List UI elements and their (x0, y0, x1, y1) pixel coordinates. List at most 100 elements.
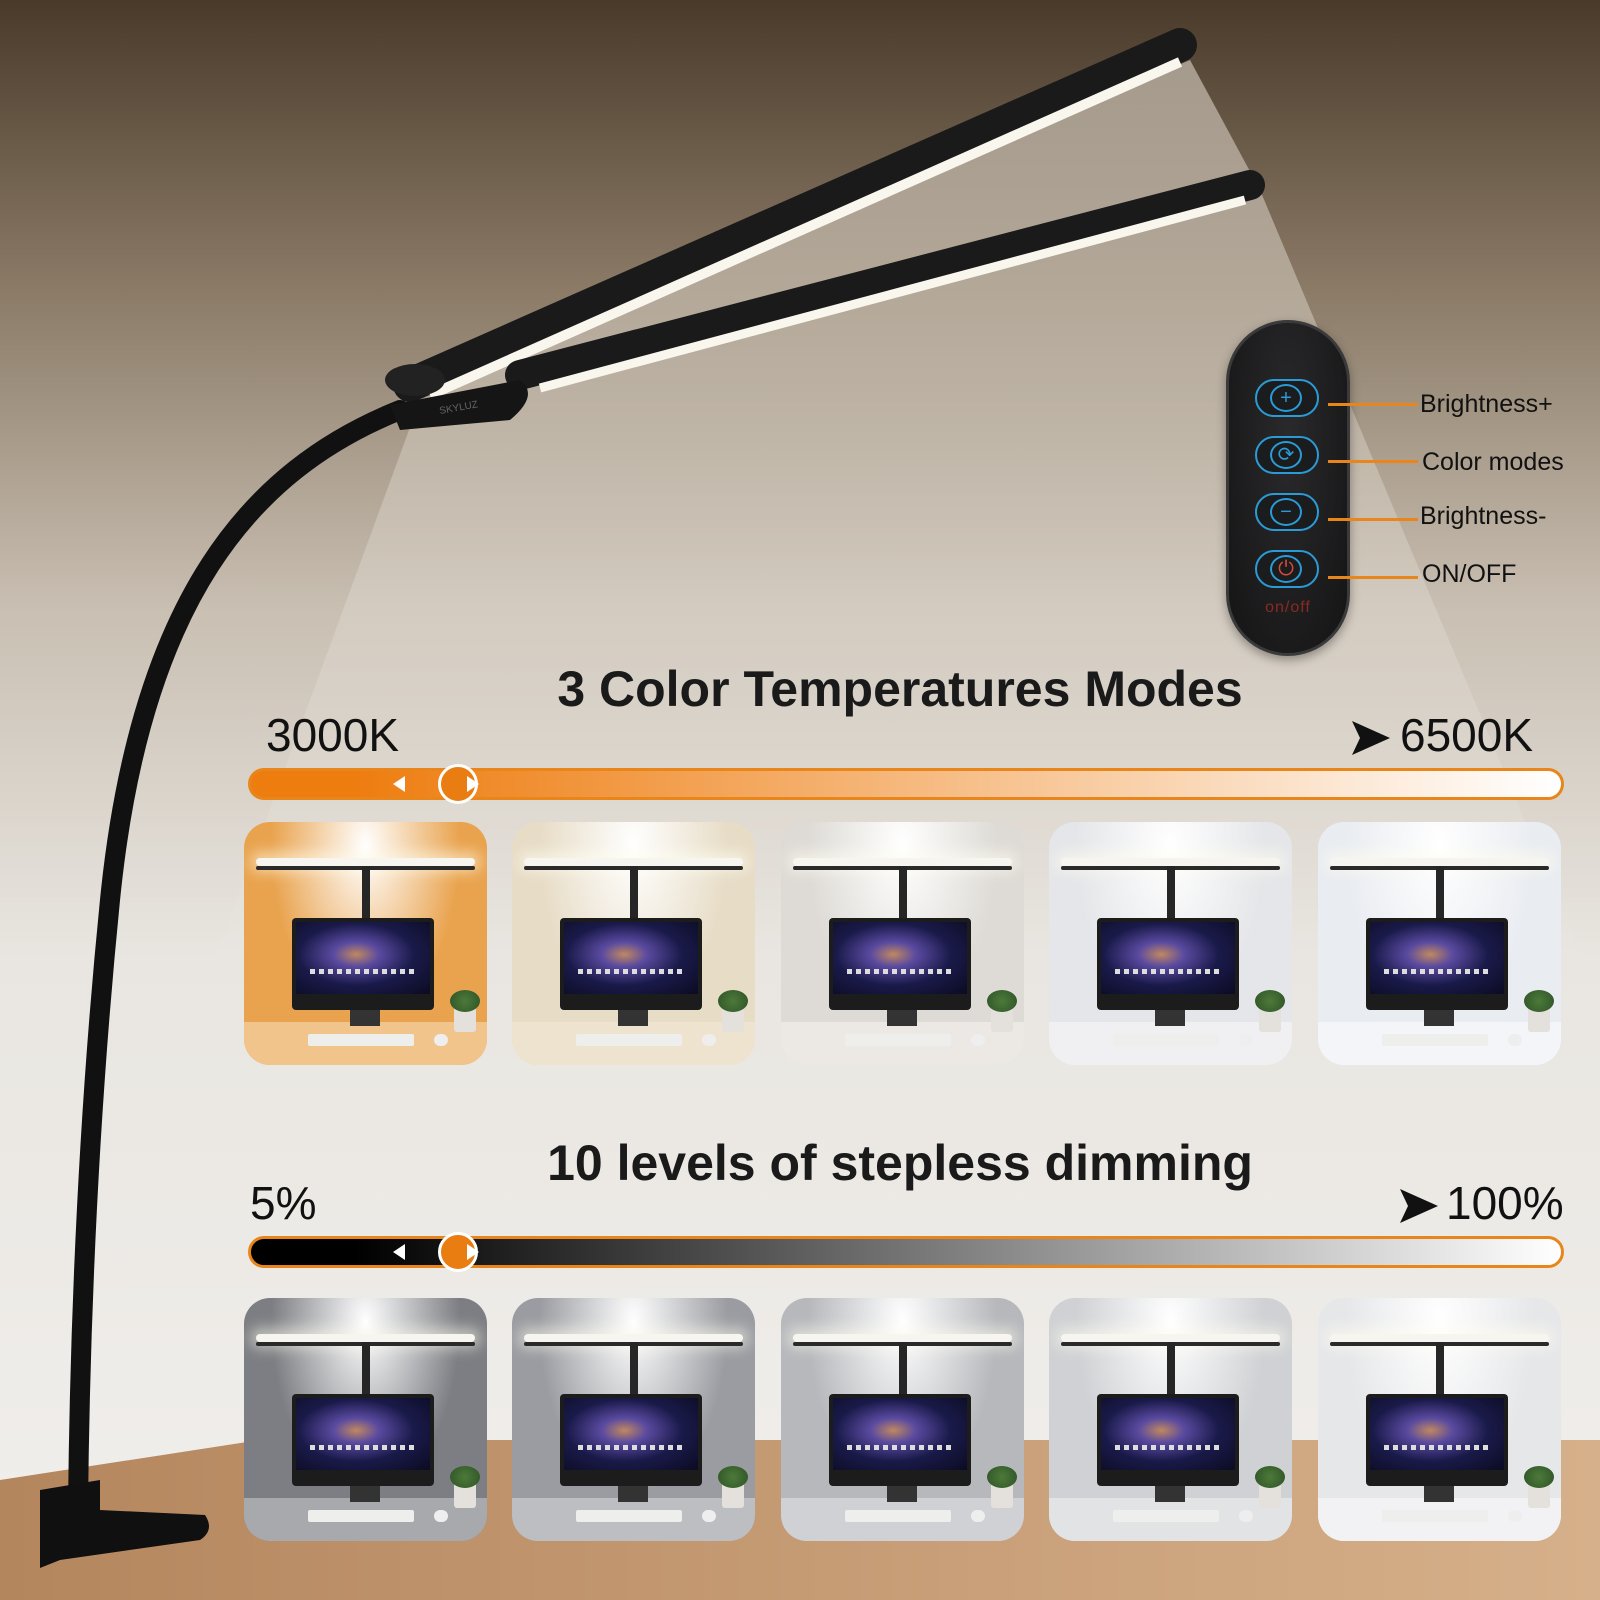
label-brightness-minus: Brightness- (1420, 502, 1547, 530)
plant-leaves (1255, 1466, 1285, 1488)
monitor-screen (564, 922, 698, 994)
monitor (1366, 1394, 1508, 1486)
lamp-hinge (385, 364, 528, 430)
dimming-preview-5 (1318, 1298, 1561, 1541)
remote-onoff-print: on/off (1265, 599, 1311, 616)
keyboard (1113, 1034, 1219, 1046)
monitor-screen (564, 1398, 698, 1470)
lamp-pole (630, 866, 638, 924)
monitor-screen (296, 922, 430, 994)
lamp-pole (1436, 1342, 1444, 1400)
dock (1384, 1445, 1490, 1450)
plant-pot (454, 1006, 476, 1032)
plant-pot (1259, 1482, 1281, 1508)
lamp-pole (1167, 1342, 1175, 1400)
keyboard (1382, 1510, 1488, 1522)
monitor (292, 918, 434, 1010)
label-on-off: ON/OFF (1422, 560, 1517, 588)
monitor-stand (1424, 1010, 1454, 1026)
cycle-icon: ⟳ (1270, 441, 1302, 469)
slider-left-arrow-icon (393, 1244, 405, 1260)
brightness-up-button[interactable]: + (1255, 379, 1319, 417)
plant-leaves (1524, 1466, 1554, 1488)
brightness-down-button[interactable]: − (1255, 493, 1319, 531)
mouse (1239, 1510, 1253, 1522)
light-beam (200, 60, 1600, 1000)
lamp-bar (256, 858, 475, 866)
power-button[interactable]: ⏻ (1255, 550, 1319, 588)
lamp-bar (1061, 858, 1280, 866)
plant-leaves (1524, 990, 1554, 1012)
keyboard (845, 1510, 951, 1522)
keyboard (576, 1034, 682, 1046)
monitor-stand (887, 1010, 917, 1026)
monitor-screen (833, 1398, 967, 1470)
monitor-screen (1370, 922, 1504, 994)
dimming-preview-1 (244, 1298, 487, 1541)
leader-line (1328, 518, 1418, 521)
monitor-screen (833, 922, 967, 994)
monitor-stand (350, 1010, 380, 1026)
plant-pot (1259, 1006, 1281, 1032)
lamp-pole (630, 1342, 638, 1400)
monitor (560, 1394, 702, 1486)
color-temp-preview-5 (1318, 822, 1561, 1065)
power-icon: ⏻ (1270, 555, 1302, 583)
lamp-bar (1061, 1334, 1280, 1342)
color-temp-title: 3 Color Temperatures Modes (557, 661, 1243, 717)
slider-right-arrow-icon (467, 1244, 479, 1260)
monitor-screen (1101, 1398, 1235, 1470)
dock (847, 969, 953, 974)
keyboard (576, 1510, 682, 1522)
monitor (829, 918, 971, 1010)
plant-leaves (718, 990, 748, 1012)
plus-icon: + (1270, 384, 1302, 412)
plant-leaves (450, 990, 480, 1012)
lamp-pole (899, 1342, 907, 1400)
keyboard (308, 1034, 414, 1046)
label-color-modes: Color modes (1422, 448, 1564, 476)
leader-line (1328, 460, 1418, 463)
dimming-arrow (330, 1189, 1438, 1223)
plant-leaves (987, 990, 1017, 1012)
monitor (560, 918, 702, 1010)
keyboard (308, 1510, 414, 1522)
plant-leaves (987, 1466, 1017, 1488)
lamp-pole (1436, 866, 1444, 924)
slider-left-arrow-icon (393, 776, 405, 792)
mouse (1508, 1034, 1522, 1046)
keyboard (1382, 1034, 1488, 1046)
monitor-stand (1155, 1486, 1185, 1502)
mouse (971, 1034, 985, 1046)
mouse (1508, 1510, 1522, 1522)
monitor (1097, 1394, 1239, 1486)
plant-leaves (1255, 990, 1285, 1012)
mouse (434, 1034, 448, 1046)
mouse (702, 1034, 716, 1046)
minus-icon: − (1270, 498, 1302, 526)
lamp-bar (793, 1334, 1012, 1342)
dock (578, 969, 684, 974)
lamp-bar (1330, 1334, 1549, 1342)
plant-leaves (450, 1466, 480, 1488)
leader-line (1328, 576, 1418, 579)
color-temp-preview-3 (781, 822, 1024, 1065)
dimming-slider-track[interactable] (248, 1232, 1564, 1272)
plant-pot (991, 1006, 1013, 1032)
dimming-end-label: 100% (1446, 1177, 1564, 1229)
remote-control: + ⟳ − ⏻ on/off (1226, 320, 1350, 656)
dimming-title: 10 levels of stepless dimming (547, 1135, 1253, 1191)
color-temp-start-label: 3000K (266, 709, 400, 761)
mouse (1239, 1034, 1253, 1046)
monitor-stand (350, 1486, 380, 1502)
dock (1384, 969, 1490, 974)
lamp-pole (899, 866, 907, 924)
slider-right-arrow-icon (467, 776, 479, 792)
color-modes-button[interactable]: ⟳ (1255, 436, 1319, 474)
color-temp-slider-track[interactable] (248, 764, 1564, 804)
dimming-start-label: 5% (250, 1177, 317, 1229)
plant-pot (722, 1482, 744, 1508)
keyboard (845, 1034, 951, 1046)
monitor (1366, 918, 1508, 1010)
dock (1115, 1445, 1221, 1450)
